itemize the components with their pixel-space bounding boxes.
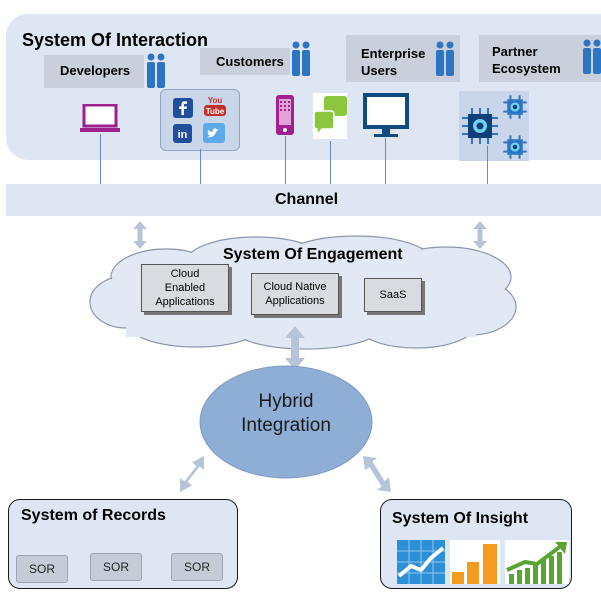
social-media-group — [160, 89, 240, 151]
channel-label: Channel — [275, 191, 339, 208]
twitter-icon — [203, 123, 225, 143]
chat-icon — [313, 93, 347, 139]
customers-label — [200, 48, 290, 75]
developers-label — [44, 55, 144, 88]
hybrid-integration-ellipse — [199, 365, 373, 479]
developers-people-icon — [147, 53, 165, 88]
customers-people-icon — [292, 41, 310, 76]
partner-ecosystem-label — [479, 35, 601, 82]
developers-text: Developers — [60, 63, 131, 78]
customers-text: Customers — [216, 54, 284, 69]
laptop-icon — [80, 104, 120, 132]
double-arrow-icon — [180, 456, 204, 492]
connector-line — [285, 136, 286, 184]
interaction-title: System Of Interaction — [22, 30, 209, 50]
double-arrow-icon — [363, 456, 391, 492]
sor-box: SOR — [171, 553, 223, 581]
connector-line — [200, 149, 201, 184]
bar-chart-icon — [450, 540, 500, 584]
partner-people-icon — [583, 39, 601, 74]
records-title: System of Records — [21, 507, 166, 524]
hybrid-integration-label: Hybrid Integration — [241, 391, 331, 436]
enterprise-users-text: Enterprise Users — [361, 46, 426, 78]
connector-line — [487, 146, 488, 184]
iot-chip-icon — [462, 108, 498, 144]
double-arrow-icon — [473, 221, 487, 249]
iot-chip-small-icon-2 — [503, 135, 527, 159]
insight-title: System Of Insight — [392, 510, 529, 527]
connector-line — [100, 134, 101, 184]
monitor-icon — [363, 93, 409, 137]
connector-line — [330, 141, 331, 184]
saas-box: SaaS — [364, 278, 422, 312]
cloud-native-applications-box: Cloud Native Applications — [251, 273, 339, 315]
partner-ecosystem-text: Partner Ecosystem — [492, 44, 561, 76]
svg-text:in: in — [178, 129, 188, 141]
growth-chart-icon — [505, 540, 569, 584]
sor-box: SOR — [16, 555, 68, 583]
channel-bar — [6, 184, 601, 216]
connector-line — [385, 138, 386, 184]
engagement-title: System Of Engagement — [223, 246, 403, 263]
linkedin-icon: in — [173, 124, 192, 143]
line-chart-icon — [397, 540, 445, 584]
youtube-icon: You Tube — [204, 96, 226, 116]
cloud-enabled-applications-box: Cloud Enabled Applications — [141, 264, 229, 312]
iot-chip-small-icon — [503, 95, 527, 119]
mobile-phone-icon — [276, 95, 294, 135]
enterprise-people-icon — [436, 41, 454, 76]
svg-text:Tube: Tube — [206, 107, 225, 116]
svg-text:You: You — [208, 96, 223, 105]
double-arrow-icon — [285, 326, 305, 370]
double-arrow-icon — [133, 221, 147, 249]
facebook-icon — [173, 98, 193, 118]
sor-box: SOR — [90, 553, 142, 581]
